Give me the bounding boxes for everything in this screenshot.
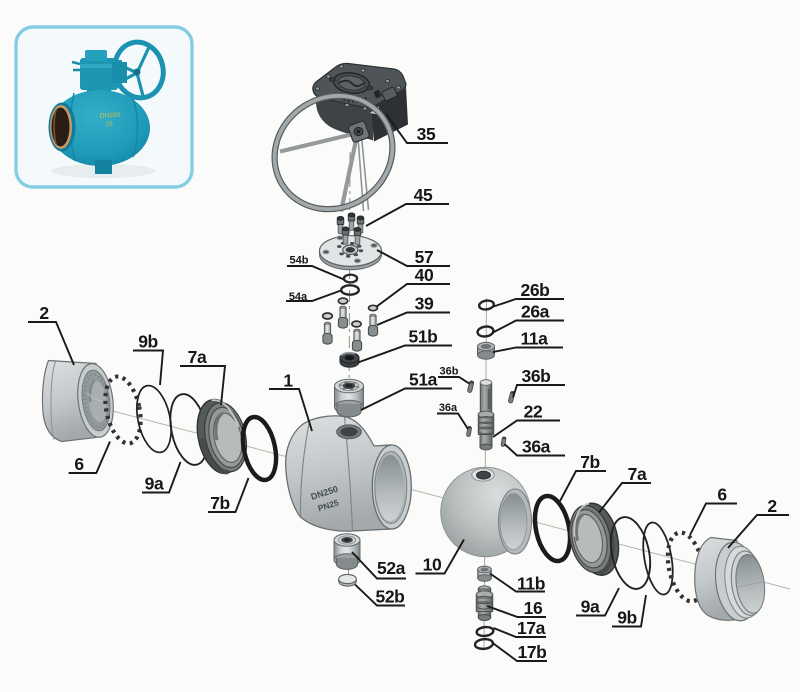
svg-text:6: 6	[74, 454, 84, 474]
svg-text:2: 2	[767, 496, 777, 516]
svg-text:51b: 51b	[409, 327, 438, 347]
svg-text:7a: 7a	[628, 464, 647, 484]
svg-text:36a: 36a	[522, 437, 551, 457]
svg-text:11b: 11b	[517, 574, 545, 594]
svg-text:22: 22	[524, 402, 543, 422]
svg-text:25: 25	[106, 122, 113, 128]
svg-text:17b: 17b	[518, 642, 547, 662]
svg-text:9a: 9a	[581, 597, 600, 617]
svg-text:9b: 9b	[617, 608, 637, 628]
svg-text:16: 16	[524, 598, 543, 618]
svg-text:9b: 9b	[138, 332, 158, 352]
svg-text:6: 6	[717, 485, 727, 505]
svg-text:7a: 7a	[188, 347, 207, 367]
svg-text:35: 35	[417, 124, 436, 144]
svg-text:36b: 36b	[522, 366, 551, 386]
svg-text:7b: 7b	[580, 452, 600, 472]
svg-text:26a: 26a	[521, 302, 550, 322]
svg-text:10: 10	[423, 555, 442, 575]
svg-text:17a: 17a	[517, 618, 546, 638]
svg-text:11a: 11a	[520, 329, 548, 349]
svg-text:52a: 52a	[377, 558, 406, 578]
svg-text:39: 39	[415, 294, 434, 314]
svg-text:57: 57	[415, 247, 434, 267]
svg-text:52b: 52b	[376, 587, 405, 607]
svg-text:7b: 7b	[210, 493, 230, 513]
svg-text:26b: 26b	[521, 280, 550, 300]
svg-text:54a: 54a	[289, 291, 308, 303]
svg-text:40: 40	[415, 265, 434, 285]
svg-text:2: 2	[39, 303, 49, 323]
svg-text:54b: 54b	[290, 255, 309, 267]
svg-text:36a: 36a	[439, 402, 458, 414]
svg-text:45: 45	[414, 185, 433, 205]
svg-text:36b: 36b	[440, 366, 459, 378]
svg-text:DN200: DN200	[100, 112, 121, 120]
svg-text:9a: 9a	[145, 474, 164, 494]
svg-text:1: 1	[283, 371, 293, 391]
svg-text:51a: 51a	[409, 370, 438, 390]
